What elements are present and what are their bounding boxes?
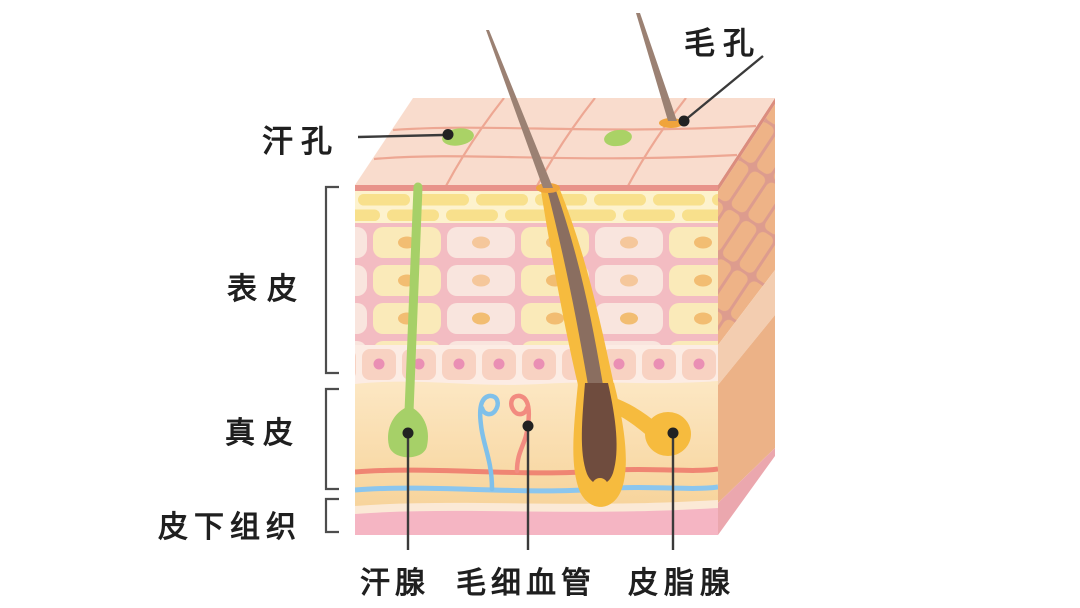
side-surface-edge bbox=[718, 98, 775, 191]
label-sweat-gland: 汗腺 bbox=[360, 566, 430, 601]
label-dermis: 真皮 bbox=[225, 416, 301, 451]
block-front-face bbox=[355, 182, 718, 535]
hair-pore-spot bbox=[659, 118, 683, 128]
sweat-pore-spot-right bbox=[604, 129, 632, 147]
hair-root bbox=[581, 383, 617, 485]
surface-grid-lines bbox=[373, 98, 757, 185]
label-hair-pore: 毛孔 bbox=[684, 26, 762, 62]
stratum-corneum bbox=[355, 191, 718, 223]
epidermis-bracket bbox=[324, 185, 339, 375]
side-epidermis bbox=[718, 104, 775, 345]
hair-shaft bbox=[486, 30, 553, 188]
capillary-red-branch bbox=[509, 393, 532, 474]
callout-dots bbox=[402, 115, 690, 439]
side-dermis bbox=[718, 315, 775, 503]
label-sweat-pore: 汗孔 bbox=[262, 124, 340, 160]
callouts bbox=[357, 55, 764, 550]
sebaceous-duct bbox=[606, 396, 658, 438]
vein-line bbox=[355, 484, 718, 494]
side-basal-layer bbox=[718, 270, 775, 385]
hair-shaft-2 bbox=[636, 13, 677, 121]
subcutaneous-bracket bbox=[324, 497, 339, 534]
block-side-face bbox=[718, 98, 775, 535]
hair-pore-callout-line bbox=[683, 55, 764, 122]
dermis-bracket bbox=[324, 387, 339, 491]
label-sebaceous-gland: 皮脂腺 bbox=[628, 566, 736, 601]
side-subcutaneous bbox=[718, 448, 775, 535]
skin-top-surface bbox=[355, 98, 775, 185]
hair-shaft-inner bbox=[546, 185, 603, 385]
layer-brackets bbox=[324, 185, 339, 534]
dermal-papilla bbox=[592, 478, 608, 494]
subcutaneous-transition bbox=[355, 500, 718, 514]
label-subcutaneous-tissue: 皮下组织 bbox=[158, 510, 302, 545]
hair-follicle bbox=[540, 185, 691, 507]
label-capillary: 毛细血管 bbox=[456, 566, 596, 601]
sweat-pore-callout-line bbox=[357, 133, 444, 139]
capillary-blue-branch bbox=[477, 393, 500, 492]
label-epidermis: 表皮 bbox=[227, 272, 307, 307]
subcutaneous-layer bbox=[355, 508, 718, 535]
capillary-loop bbox=[477, 393, 532, 492]
